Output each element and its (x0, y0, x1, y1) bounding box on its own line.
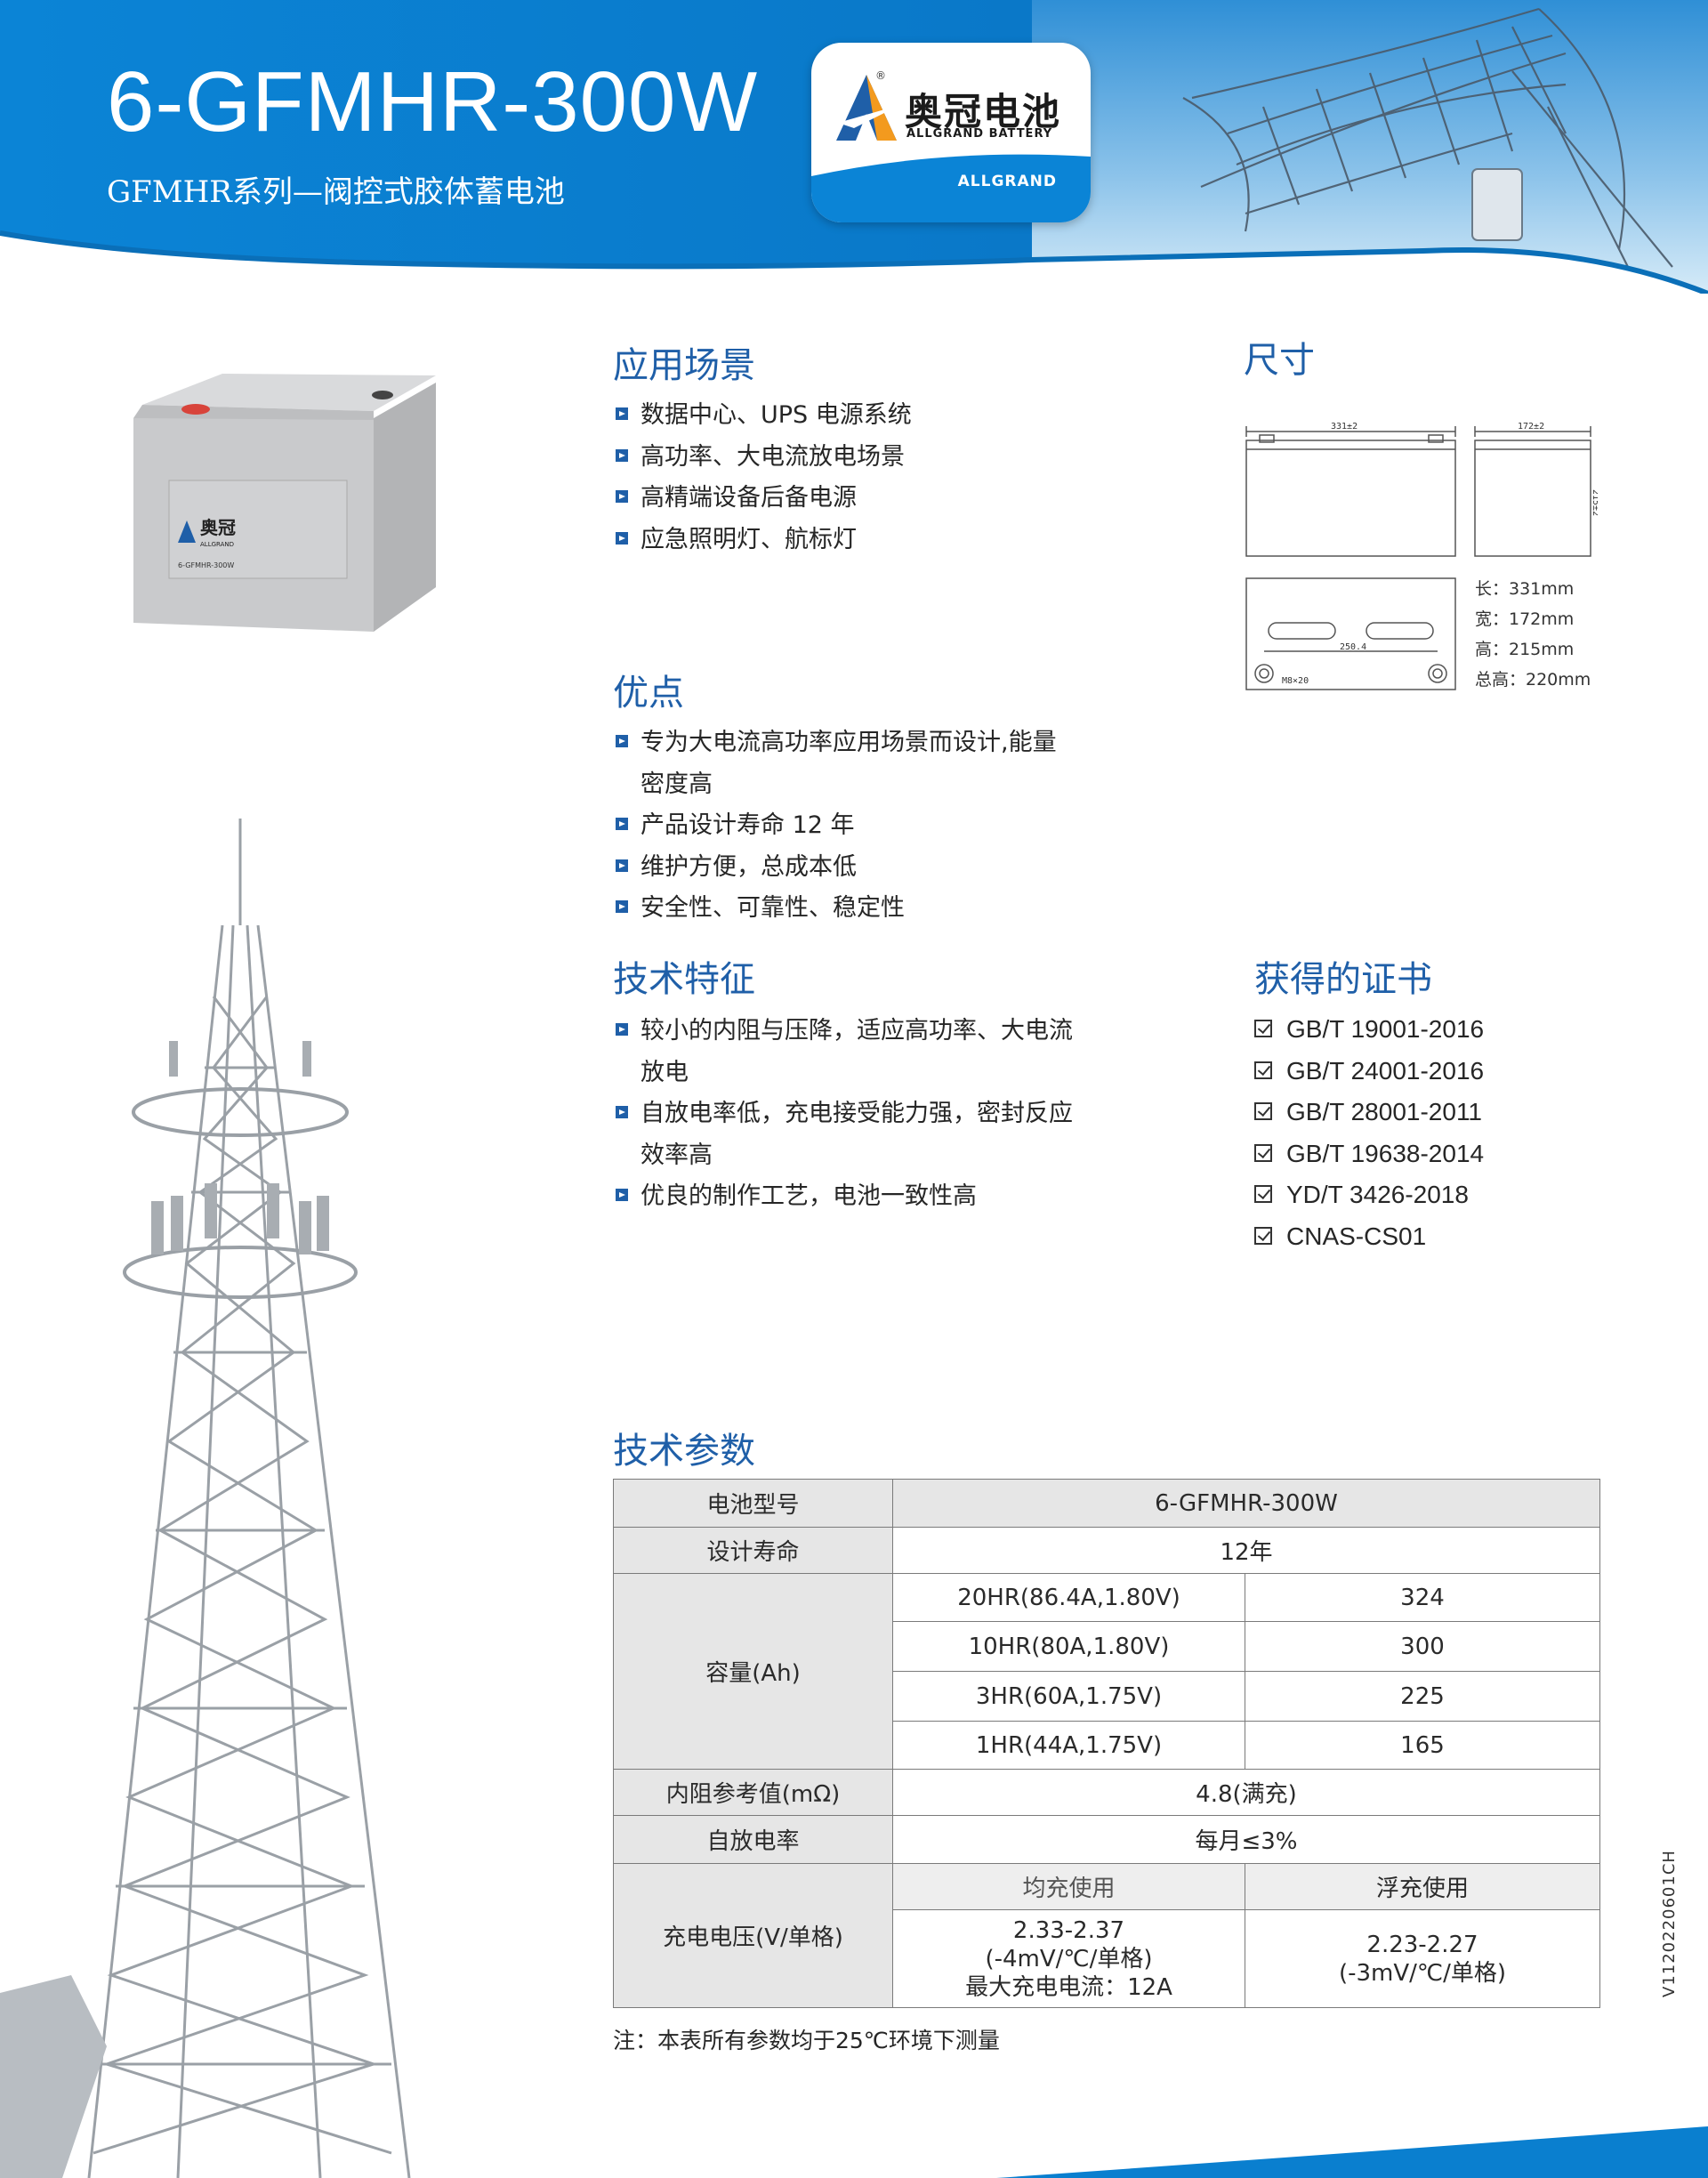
list-item: 专为大电流高功率应用场景而设计,能量密度高 (616, 722, 1078, 805)
model-title: 6-GFMHR-300W (107, 54, 759, 149)
table-row: 2.33-2.37 (-4mV/℃/单格) 最大充电电流：12A 2.23-2.… (614, 1909, 1600, 2008)
table-row: 1HR(44A,1.75V) 165 (614, 1721, 1600, 1770)
table-cell: 2.23-2.27 (-3mV/℃/单格) (1245, 1909, 1600, 2008)
table-row: 自放电率 每月≤3% (613, 1815, 1600, 1864)
table-cell: 6-GFMHR-300W (892, 1479, 1600, 1528)
tech-features-list: 较小的内阻与压降，适应高功率、大电流放电 自放电率低，充电接受能力强，密封反应效… (616, 1011, 1096, 1218)
table-cell: 20HR(86.4A,1.80V) (892, 1573, 1245, 1622)
list-item: GB/T 28001-2011 (1254, 1092, 1484, 1133)
table-row: 充电电压(V/单格) 均充使用 浮充使用 (613, 1863, 1600, 2008)
list-item: 安全性、可靠性、稳定性 (616, 888, 1078, 930)
table-cell: 3HR(60A,1.75V) (892, 1671, 1245, 1722)
list-item: GB/T 19001-2016 (1254, 1009, 1484, 1051)
terminal-spacing-label: 250.4 (1340, 642, 1366, 652)
checkbox-icon (1254, 1020, 1272, 1037)
table-row: 3HR(60A,1.75V) 225 (614, 1671, 1600, 1722)
list-item: GB/T 19638-2014 (1254, 1133, 1484, 1175)
dimension-drawing: 331±2 172±2 215±2 250.4 M8×20 (1245, 422, 1598, 690)
table-cell: 300 (1245, 1621, 1600, 1672)
logo-mark-icon (811, 75, 1091, 222)
dimension-total-height: 总高：220mm (1475, 670, 1591, 690)
registered-mark: ® (875, 69, 886, 82)
series-subtitle: GFMHR系列—阀控式胶体蓄电池 (107, 174, 565, 210)
checkbox-icon (1254, 1102, 1272, 1120)
battery-model-text: 6-GFMHR-300W (178, 561, 234, 569)
checkbox-icon (1254, 1185, 1272, 1203)
tower-image (0, 819, 411, 2178)
list-item: 高精端设备后备电源 (616, 478, 1114, 520)
table-cell: 内阻参考值(mΩ) (613, 1769, 893, 1816)
length-dim-label: 331±2 (1331, 422, 1358, 432)
table-row: 10HR(80A,1.80V) 300 (614, 1621, 1600, 1672)
table-cell: 浮充使用 (1245, 1863, 1600, 1910)
table-cell: 充电电压(V/单格) (613, 1863, 893, 2008)
battery-product-image: 奥冠 ALLGRAND 6-GFMHR-300W (133, 374, 436, 632)
tech-features-title: 技术特征 (613, 959, 755, 1000)
dimension-values: 长：331mm 宽：172mm 高：215mm 总高：220mm (1475, 574, 1591, 695)
application-title: 应用场景 (613, 345, 755, 386)
table-cell: 1HR(44A,1.75V) (892, 1721, 1245, 1770)
table-cell: 设计寿命 (613, 1527, 893, 1574)
version-code: V1120220601CH (1660, 1850, 1679, 1997)
table-row: 电池型号 6-GFMHR-300W (613, 1479, 1600, 1528)
list-item: GB/T 24001-2016 (1254, 1051, 1484, 1093)
footnote: 注：本表所有参数均于25℃环境下测量 (613, 2028, 1000, 2053)
logo-band-text: ALLGRAND (957, 173, 1057, 190)
battery-en-text: ALLGRAND (200, 541, 234, 548)
bolt-label: M8×20 (1282, 676, 1309, 686)
table-cell: 324 (1245, 1573, 1600, 1622)
list-item: 优良的制作工艺，电池一致性高 (616, 1176, 1096, 1218)
table-cell: 4.8(满充) (892, 1769, 1600, 1816)
table-row: 设计寿命 12年 (613, 1527, 1600, 1574)
table-cell: 225 (1245, 1671, 1600, 1722)
table-cell: 自放电率 (613, 1815, 893, 1864)
table-cell: 2.33-2.37 (-4mV/℃/单格) 最大充电电流：12A (892, 1909, 1245, 2008)
dimensions-title: 尺寸 (1244, 340, 1315, 381)
brand-logo: ® 奥冠电池 ALLGRAND BATTERY ALLGRAND (811, 43, 1091, 222)
table-cell: 均充使用 (892, 1863, 1245, 1910)
checkbox-icon (1254, 1226, 1272, 1245)
table-row: 内阻参考值(mΩ) 4.8(满充) (613, 1769, 1600, 1816)
logo-english-name: ALLGRAND BATTERY (906, 127, 1053, 141)
list-item: 较小的内阻与压降，适应高功率、大电流放电 (616, 1011, 1096, 1093)
table-cell: 容量(Ah) (613, 1573, 893, 1770)
application-list: 数据中心、UPS 电源系统 高功率、大电流放电场景 高精端设备后备电源 应急照明… (616, 395, 1114, 561)
list-item: 应急照明灯、航标灯 (616, 520, 1114, 561)
table-cell: 165 (1245, 1721, 1600, 1770)
checkbox-icon (1254, 1061, 1272, 1079)
list-item: 高功率、大电流放电场景 (616, 437, 1114, 479)
list-item: 数据中心、UPS 电源系统 (616, 395, 1114, 437)
advantages-list: 专为大电流高功率应用场景而设计,能量密度高 产品设计寿命 12 年 维护方便，总… (616, 722, 1078, 930)
specs-title: 技术参数 (613, 1431, 755, 1472)
certificates-title: 获得的证书 (1254, 959, 1432, 1000)
height-dim-label: 215±2 (1591, 489, 1598, 516)
certificates-list: GB/T 19001-2016 GB/T 24001-2016 GB/T 280… (1254, 1009, 1484, 1257)
table-row: 容量(Ah) 20HR(86.4A,1.80V) 324 (613, 1573, 1600, 1770)
header-banner: 6-GFMHR-300W GFMHR系列—阀控式胶体蓄电池 ® 奥冠电池 ALL… (0, 0, 1708, 294)
table-cell: 10HR(80A,1.80V) (892, 1621, 1245, 1672)
table-cell: 12年 (892, 1527, 1600, 1574)
footer-swoosh (996, 2126, 1708, 2178)
table-cell: 电池型号 (613, 1479, 893, 1528)
advantages-title: 优点 (613, 673, 684, 714)
width-dim-label: 172±2 (1518, 422, 1544, 432)
table-cell: 每月≤3% (892, 1815, 1600, 1864)
list-item: YD/T 3426-2018 (1254, 1174, 1484, 1216)
specs-table: 电池型号 6-GFMHR-300W 设计寿命 12年 容量(Ah) 20HR(8… (613, 1479, 1600, 2008)
antenna-image (1182, 7, 1673, 268)
list-item: 维护方便，总成本低 (616, 847, 1078, 889)
dimension-length: 长：331mm (1475, 579, 1575, 599)
dimension-width: 宽：172mm (1475, 609, 1575, 629)
list-item: 产品设计寿命 12 年 (616, 805, 1078, 847)
list-item: 自放电率低，充电接受能力强，密封反应效率高 (616, 1093, 1096, 1176)
checkbox-icon (1254, 1143, 1272, 1162)
battery-brand-text: 奥冠 (200, 517, 236, 538)
logo-chinese-name: 奥冠电池 (905, 90, 1062, 133)
list-item: CNAS-CS01 (1254, 1216, 1484, 1258)
dimension-height: 高：215mm (1475, 640, 1575, 659)
